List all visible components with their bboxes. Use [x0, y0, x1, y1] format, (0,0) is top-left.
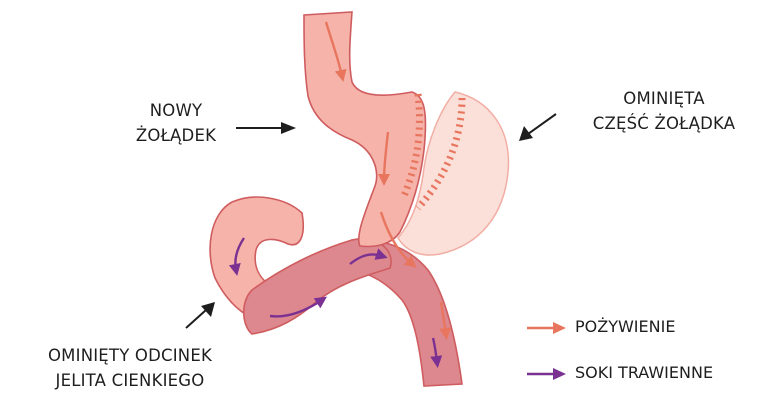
legend-juice-arrow — [527, 368, 566, 380]
pointer-arrow-new-stomach — [236, 122, 296, 134]
legend-food-label: POŻYWIENIE — [575, 317, 675, 336]
pointer-arrow-bypassed-stomach — [519, 114, 556, 141]
label-bypassed-limb: OMINIĘTY ODCINEK JELITA CIENKIEGO — [0, 343, 260, 393]
label-new-stomach: NOWY ŻOŁĄDEK — [118, 98, 234, 148]
label-bypassed-stomach: OMINIĘTA CZĘŚĆ ŻOŁĄDKA — [578, 86, 750, 136]
label-bypassed-limb-line-1: OMINIĘTY ODCINEK — [0, 343, 260, 368]
common-channel — [244, 239, 391, 334]
label-new-stomach-line-1: NOWY — [118, 98, 234, 123]
label-bypassed-limb-line-2: JELITA CIENKIEGO — [0, 368, 260, 393]
new-stomach-pouch — [304, 12, 426, 246]
pointer-arrow-bypassed-limb — [186, 302, 215, 328]
label-new-stomach-line-2: ŻOŁĄDEK — [118, 123, 234, 148]
label-bypassed-stomach-line-2: CZĘŚĆ ŻOŁĄDKA — [578, 111, 750, 136]
legend-juice-label: SOKI TRAWIENNE — [575, 363, 713, 382]
label-bypassed-stomach-line-1: OMINIĘTA — [578, 86, 750, 111]
legend-food-arrow — [527, 322, 566, 334]
